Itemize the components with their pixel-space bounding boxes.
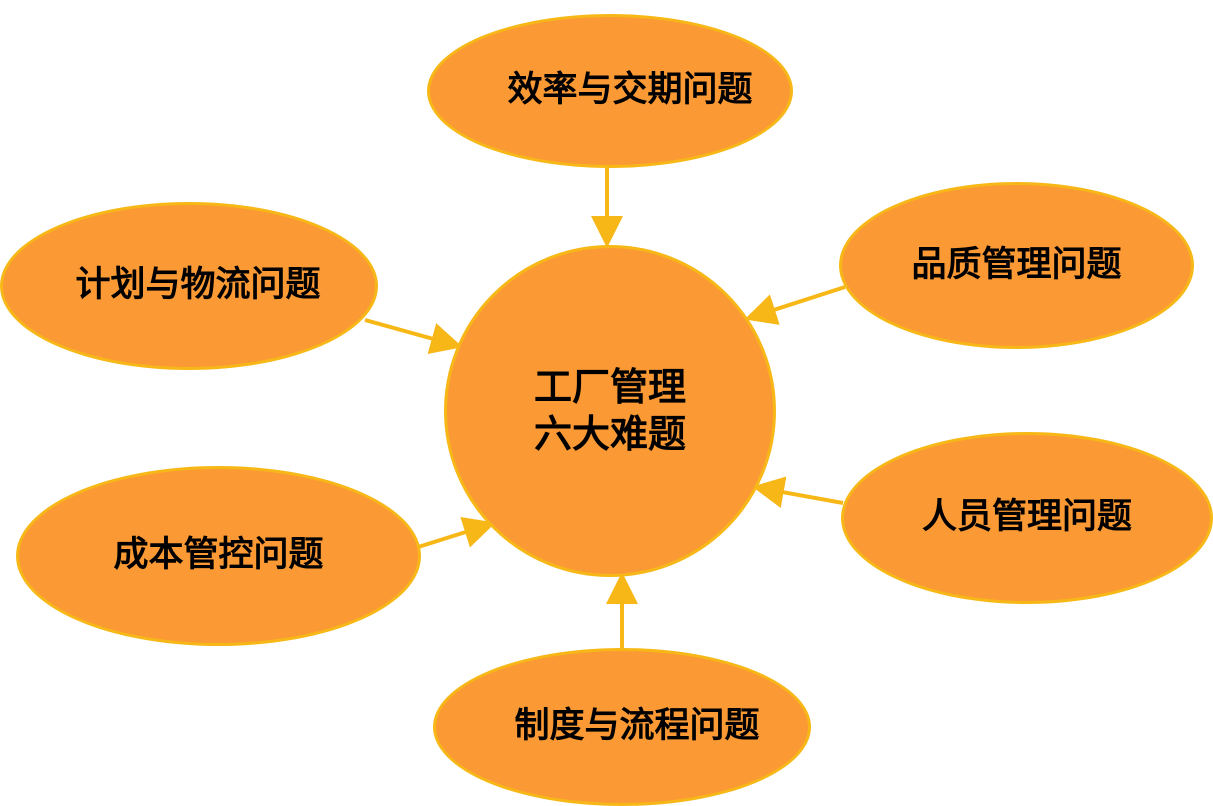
node-efficiency: 效率与交期问题 <box>427 14 793 168</box>
node-cost-label: 成本管控问题 <box>113 535 324 576</box>
arrow-quality <box>744 285 846 325</box>
arrow-planning <box>364 318 463 354</box>
node-planning: 计划与物流问题 <box>0 202 378 370</box>
center-title-line1: 工厂管理 <box>533 364 686 409</box>
node-personnel: 人员管理问题 <box>841 432 1213 604</box>
node-quality-label: 品质管理问题 <box>911 244 1122 285</box>
node-system: 制度与流程问题 <box>433 648 811 806</box>
node-personnel-label: 人员管理问题 <box>921 497 1132 538</box>
center-title: 工厂管理 六大难题 <box>534 364 686 459</box>
node-cost: 成本管控问题 <box>16 466 421 646</box>
center-node: 工厂管理 六大难题 <box>444 245 776 577</box>
arrow-cost <box>414 516 496 550</box>
node-quality: 品质管理问题 <box>839 182 1194 349</box>
arrow-personnel <box>752 476 844 509</box>
node-efficiency-label: 效率与交期问题 <box>507 70 753 111</box>
node-planning-label: 计划与物流问题 <box>75 265 321 306</box>
center-title-line2: 六大难题 <box>533 412 686 456</box>
node-system-label: 制度与流程问题 <box>514 706 760 747</box>
